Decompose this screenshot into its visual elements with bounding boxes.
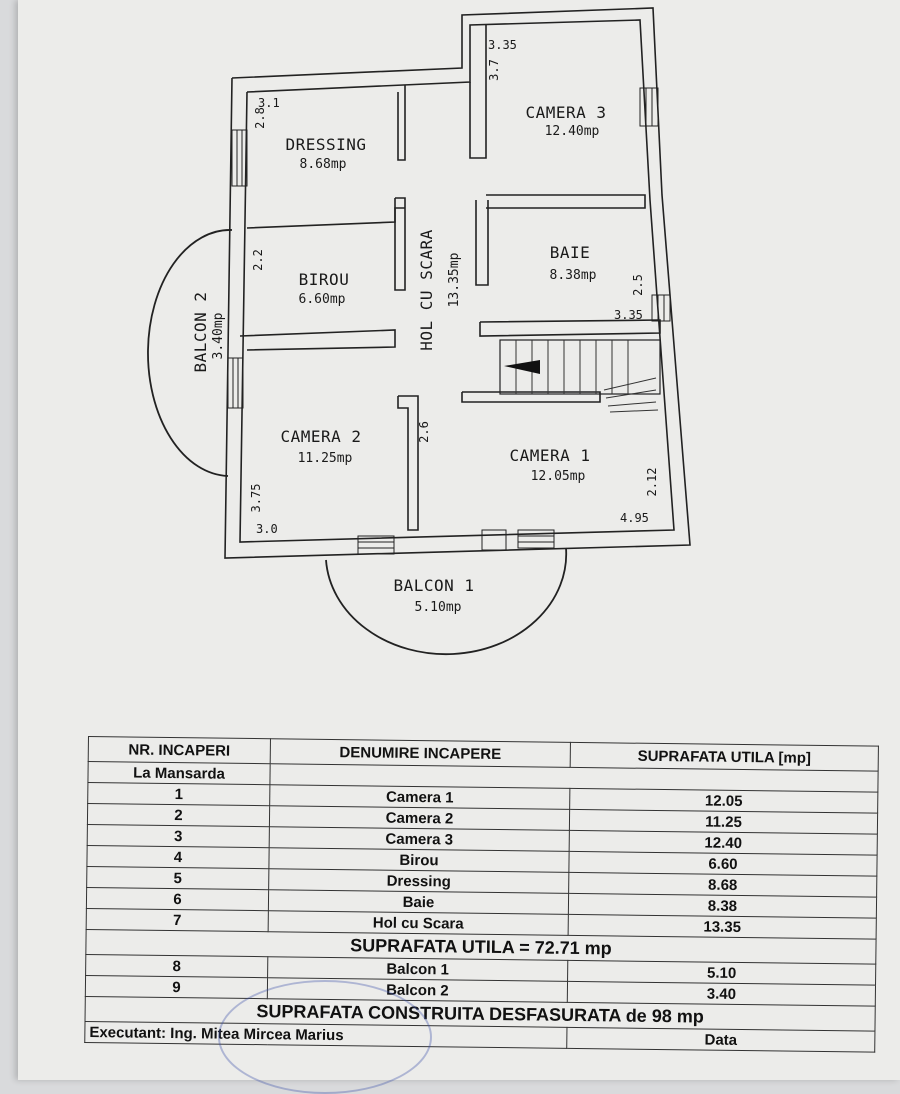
row-nr: 5 bbox=[86, 866, 269, 890]
dim-baie-height: 2.5 bbox=[631, 274, 645, 296]
dim-camera-3-height: 3.7 bbox=[487, 59, 501, 81]
room-name-dressing: DRESSING bbox=[285, 135, 366, 154]
row-nr: 9 bbox=[85, 975, 268, 999]
balcon-2-outline bbox=[147, 229, 233, 477]
dim-hol-width: 2.6 bbox=[417, 421, 431, 443]
room-name-camera-1: CAMERA 1 bbox=[509, 446, 590, 465]
room-area-camera-2: 11.25mp bbox=[298, 451, 353, 466]
header-area: SUPRAFATA UTILA [mp] bbox=[570, 742, 879, 772]
header-nr: NR. INCAPERI bbox=[88, 736, 271, 764]
staircase bbox=[499, 339, 661, 413]
room-area-table: NR. INCAPERI DENUMIRE INCAPERE SUPRAFATA… bbox=[84, 736, 879, 1053]
row-nr: 2 bbox=[87, 803, 270, 827]
dim-birou-height: 2.2 bbox=[251, 249, 265, 271]
balcony-area-balcon-1: 5.10mp bbox=[415, 600, 462, 615]
floor-plan: DRESSING 8.68mp BIROU 6.60mp CAMERA 3 12… bbox=[147, 7, 691, 656]
windows bbox=[227, 87, 671, 555]
room-name-camera-3: CAMERA 3 bbox=[525, 103, 606, 122]
room-name-birou: BIROU bbox=[299, 270, 350, 289]
balcony-name-balcon-2: BALCON 2 bbox=[191, 291, 210, 372]
room-name-hol-cu-scara: HOL CU SCARA bbox=[417, 229, 436, 351]
interior-walls bbox=[239, 25, 661, 531]
room-area-camera-3: 12.40mp bbox=[545, 124, 600, 139]
dim-dressing-width: 3.1 bbox=[258, 96, 280, 110]
room-area-camera-1: 12.05mp bbox=[531, 469, 586, 484]
row-nr: 3 bbox=[87, 824, 270, 848]
room-area-baie: 8.38mp bbox=[550, 268, 597, 283]
dim-camera-2-width: 3.0 bbox=[256, 522, 278, 536]
balcony-name-balcon-1: BALCON 1 bbox=[393, 576, 474, 595]
drawing-sheet bbox=[18, 0, 900, 1080]
row-nr: 8 bbox=[85, 954, 268, 978]
balcony-area-balcon-2: 3.40mp bbox=[211, 312, 226, 359]
dim-camera-1-height: 2.12 bbox=[645, 468, 659, 497]
room-name-baie: BAIE bbox=[550, 243, 591, 262]
stair-arrow-icon bbox=[504, 360, 540, 374]
dim-baie-width: 3.35 bbox=[614, 308, 643, 322]
date-label: Data bbox=[566, 1027, 875, 1053]
room-area-birou: 6.60mp bbox=[299, 292, 346, 307]
level-label: La Mansarda bbox=[87, 761, 271, 785]
row-nr: 6 bbox=[86, 887, 269, 911]
dim-camera-2-height: 3.75 bbox=[249, 484, 263, 513]
dim-camera-1-width: 4.95 bbox=[620, 511, 649, 525]
room-name-camera-2: CAMERA 2 bbox=[280, 427, 361, 446]
header-name: DENUMIRE INCAPERE bbox=[270, 738, 571, 768]
dim-camera-3-width: 3.35 bbox=[488, 38, 517, 52]
row-nr: 4 bbox=[86, 845, 270, 869]
row-nr: 1 bbox=[87, 782, 270, 806]
dim-dressing-height: 2.8 bbox=[253, 107, 267, 129]
row-nr: 7 bbox=[86, 908, 269, 932]
room-area-dressing: 8.68mp bbox=[300, 157, 347, 172]
room-area-hol-cu-scara: 13.35mp bbox=[447, 252, 462, 307]
balcon-1-outline bbox=[325, 547, 568, 656]
